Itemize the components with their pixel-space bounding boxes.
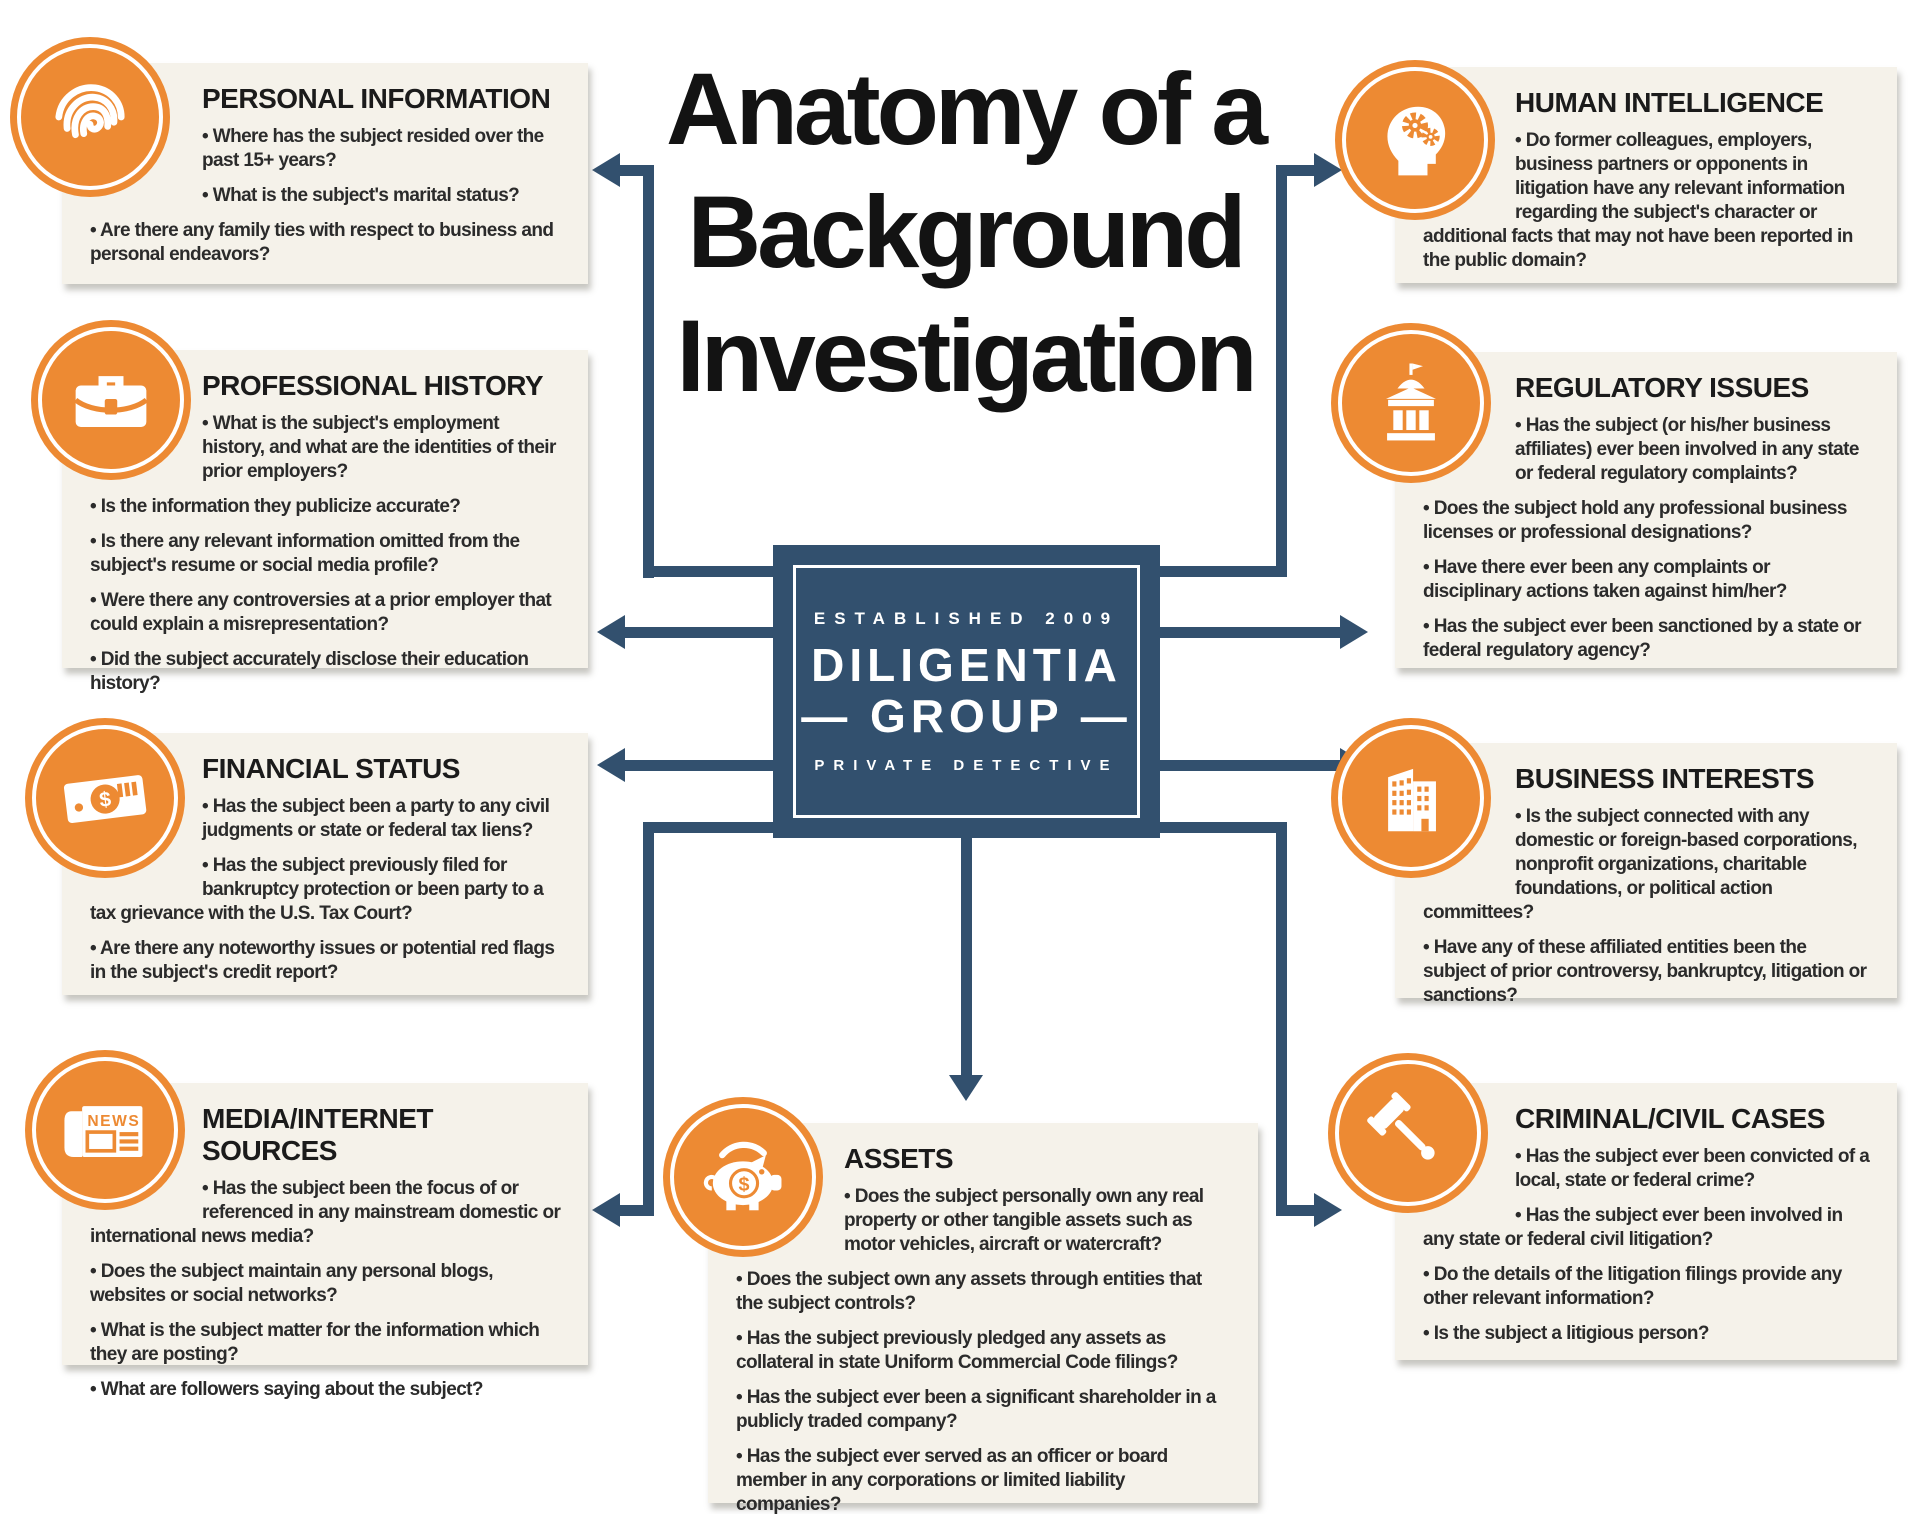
bullet-item: What is the subject matter for the infor… — [90, 1319, 562, 1367]
arrow-segment — [643, 822, 654, 1216]
section-title: BUSINESS INTERESTS — [1515, 763, 1815, 794]
arrowhead-right — [1314, 1193, 1342, 1227]
section-title: MEDIA/INTERNET SOURCES — [202, 1103, 434, 1166]
newspaper-icon: NEWS — [25, 1050, 185, 1210]
bullet-item: Is the subject a litigious person? — [1423, 1322, 1871, 1346]
arrow-segment — [1276, 822, 1287, 1216]
bullet-item: Is the subject connected with any domest… — [1423, 805, 1871, 925]
bullet-item: Has the subject been the focus of or ref… — [90, 1177, 562, 1249]
dollar-glyph: $ — [98, 788, 113, 812]
fingerprint-icon — [10, 37, 170, 197]
section-criminal-civil-cases: CRIMINAL/CIVIL CASES Has the subject eve… — [1395, 1083, 1897, 1360]
arrowhead-right — [1340, 615, 1368, 649]
bullet-item: Were there any controversies at a prior … — [90, 589, 562, 637]
arrowhead-left — [592, 153, 620, 187]
arrowhead-left — [597, 748, 625, 782]
badge-name: DILIGENTIA — [811, 639, 1122, 692]
section-title: PROFESSIONAL HISTORY — [202, 370, 544, 401]
arrow-segment — [620, 1205, 654, 1216]
bullet-item: Have there ever been any complaints or d… — [1423, 556, 1871, 604]
arrow-segment — [643, 566, 773, 577]
bullet-item: Has the subject ever been convicted of a… — [1423, 1145, 1871, 1193]
arrow-segment — [1160, 566, 1287, 577]
bullet-item: What are followers saying about the subj… — [90, 1378, 562, 1402]
section-title: FINANCIAL STATUS — [202, 753, 461, 784]
bullet-item: Has the subject ever been involved in an… — [1423, 1204, 1871, 1252]
news-label: NEWS — [87, 1113, 140, 1130]
arrow-segment — [1160, 822, 1287, 833]
badge-group: — GROUP — — [801, 689, 1132, 742]
badge-tagline: PRIVATE DETECTIVE — [814, 756, 1119, 774]
government-building-icon — [1331, 323, 1491, 483]
bullet-item: Has the subject ever served as an office… — [736, 1445, 1232, 1514]
arrow-segment — [625, 760, 773, 771]
bullet-item: Has the subject previously filed for ban… — [90, 854, 562, 926]
arrow-segment — [961, 838, 972, 1078]
briefcase-icon — [31, 320, 191, 480]
bullet-item: Is there any relevant information omitte… — [90, 530, 562, 578]
bullet-item: Did the subject accurately disclose thei… — [90, 648, 562, 696]
page-title-line-2: Background — [687, 175, 1246, 290]
section-title: HUMAN INTELLIGENCE — [1515, 87, 1824, 118]
bullet-item: Does the subject own any assets through … — [736, 1268, 1232, 1316]
arrow-segment — [643, 822, 773, 833]
office-building-icon — [1331, 718, 1491, 878]
bullet-item: Where has the subject resided over the p… — [90, 125, 562, 173]
bullet-item: Have any of these affiliated entities be… — [1423, 936, 1871, 1008]
page-title-line-3: Investigation — [676, 298, 1257, 413]
bullet-item: Has the subject ever been a significant … — [736, 1386, 1232, 1434]
section-title: PERSONAL INFORMATION — [202, 83, 551, 114]
arrowhead-left — [592, 1193, 620, 1227]
arrow-segment — [1276, 1205, 1314, 1216]
bullet-item: Has the subject ever been sanctioned by … — [1423, 615, 1871, 663]
arrowhead-down — [949, 1075, 983, 1101]
page-title: Anatomy of a Background Investigation — [495, 48, 1435, 418]
bullet-item: Do the details of the litigation filings… — [1423, 1263, 1871, 1311]
page-title-line-1: Anatomy of a — [665, 52, 1268, 166]
bullet-item: What is the subject's employment history… — [90, 412, 562, 484]
dollar-glyph: $ — [739, 1174, 750, 1196]
bullet-item: Does the subject hold any professional b… — [1423, 497, 1871, 545]
section-human-intelligence: HUMAN INTELLIGENCE Do former colleagues,… — [1395, 67, 1897, 283]
arrow-segment — [1160, 627, 1340, 638]
bullet-item: Has the subject previously pledged any a… — [736, 1327, 1232, 1375]
arrow-segment — [1276, 165, 1314, 176]
badge-established: ESTABLISHED 2009 — [813, 609, 1120, 629]
arrowhead-left — [597, 615, 625, 649]
arrow-segment — [625, 627, 773, 638]
bullet-item: Are there any noteworthy issues or poten… — [90, 937, 562, 985]
bullet-item: Has the subject been a party to any civi… — [90, 795, 562, 843]
bullet-item: Do former colleagues, employers, busines… — [1423, 129, 1871, 273]
bullet-item: Are there any family ties with respect t… — [90, 219, 562, 267]
arrow-segment — [1160, 760, 1340, 771]
arrow-segment — [643, 165, 654, 578]
money-icon: $ — [25, 718, 185, 878]
bullet-item: Has the subject (or his/her business aff… — [1423, 414, 1871, 486]
gavel-icon — [1328, 1053, 1488, 1213]
section-title: CRIMINAL/CIVIL CASES — [1515, 1103, 1825, 1134]
bullet-item: Does the subject personally own any real… — [736, 1185, 1232, 1257]
arrow-segment — [620, 165, 654, 176]
head-gears-icon — [1335, 60, 1495, 220]
section-title: REGULATORY ISSUES — [1515, 372, 1809, 403]
bullet-item: Does the subject maintain any personal b… — [90, 1260, 562, 1308]
piggy-bank-icon: $ — [663, 1097, 823, 1257]
section-title: ASSETS — [844, 1143, 954, 1174]
arrow-segment — [1276, 165, 1287, 577]
bullet-item: What is the subject's marital status? — [90, 184, 562, 208]
diligentia-group-badge: ESTABLISHED 2009 DILIGENTIA — GROUP — PR… — [773, 545, 1160, 838]
bullet-item: Is the information they publicize accura… — [90, 495, 562, 519]
